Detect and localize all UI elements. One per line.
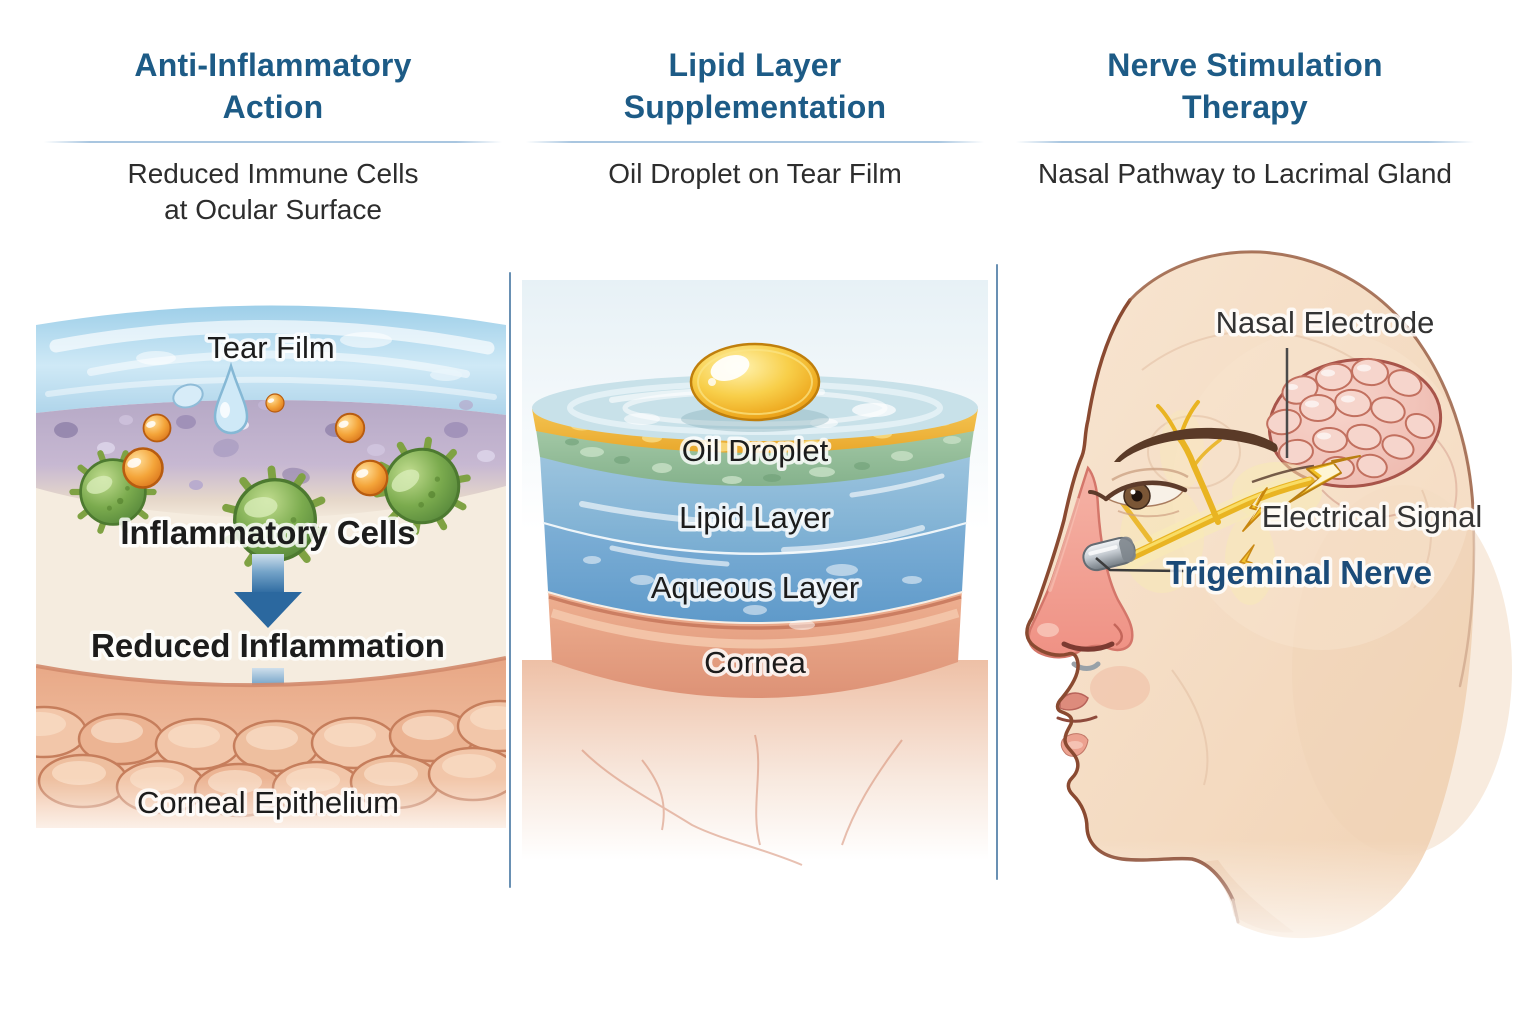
- column-divider-right: [996, 264, 998, 880]
- header-divider: [526, 141, 984, 143]
- panel-title-line1: Nerve Stimulation: [1107, 47, 1383, 83]
- panel-subtitle: Reduced Immune Cells at Ocular Surface: [38, 156, 508, 228]
- panel-title: Nerve Stimulation Therapy: [1010, 44, 1480, 128]
- supplement-band: [536, 429, 974, 486]
- panel-subtitle: Oil Droplet on Tear Film: [520, 156, 990, 192]
- nostril: [1061, 641, 1115, 652]
- nerve-shadow-line: [1251, 464, 1315, 484]
- electrical-signal-bolt-gland: [1287, 455, 1361, 504]
- illustration-lipid-layer: Oil Droplet Lipid Layer Aqueous Layer Co…: [522, 280, 988, 866]
- panel-title-line2: Action: [222, 89, 324, 125]
- electrical-signal-bolt-cheek: [1233, 544, 1255, 583]
- nasal-electrode-device: [1082, 536, 1136, 572]
- electrical-signal-label: Electrical Signal: [1262, 499, 1483, 534]
- tear-film-band: [36, 305, 506, 415]
- panel-subtitle-line1: Nasal Pathway to Lacrimal Gland: [1038, 158, 1452, 189]
- lipid-layer-label: Lipid Layer: [679, 500, 831, 535]
- oil-droplet-icon: [681, 342, 829, 432]
- facial-features: [1056, 427, 1278, 757]
- panel-title-line1: Lipid Layer: [668, 47, 842, 83]
- cheek-blush: [1090, 666, 1150, 710]
- tear-drop-icon: [172, 361, 249, 435]
- panel-subtitle-line1: Reduced Immune Cells: [127, 158, 419, 189]
- trigeminal-nerve-pointer-line: [1095, 557, 1185, 573]
- inflammatory-cells-label: Inflammatory Cells: [120, 514, 415, 551]
- corneal-epithelium-label: Corneal Epithelium: [137, 785, 399, 820]
- panel-title: Lipid Layer Supplementation: [520, 44, 990, 128]
- header-divider: [1016, 141, 1474, 143]
- panel-header-nerve-stimulation: Nerve Stimulation Therapy Nasal Pathway …: [1010, 44, 1480, 192]
- panel-header-anti-inflammatory: Anti-Inflammatory Action Reduced Immune …: [38, 44, 508, 228]
- aqueous-layer-label: Aqueous Layer: [651, 570, 860, 605]
- electrical-signal-bolt: [1242, 487, 1268, 532]
- header-divider: [44, 141, 502, 143]
- panel-title: Anti-Inflammatory Action: [38, 44, 508, 128]
- panel-subtitle-line2: at Ocular Surface: [164, 194, 382, 225]
- panel-subtitle-line1: Oil Droplet on Tear Film: [608, 158, 902, 189]
- trigeminal-nerve-label: Trigeminal Nerve: [1166, 554, 1432, 591]
- panel-title-line1: Anti-Inflammatory: [134, 47, 412, 83]
- illustration-nerve-stimulation: Nasal Electrode Electrical Signal Trigem…: [1022, 250, 1536, 1024]
- eyebrow: [1114, 427, 1278, 462]
- down-arrow-icon: [234, 554, 302, 628]
- cornea-label: Cornea: [704, 645, 806, 680]
- panel-subtitle: Nasal Pathway to Lacrimal Gland: [1010, 156, 1480, 192]
- oil-droplet-label: Oil Droplet: [682, 433, 829, 468]
- eye: [1088, 467, 1189, 518]
- panel-title-line2: Supplementation: [623, 89, 887, 125]
- electrode-tip-in-nostril: [1071, 661, 1101, 671]
- reduced-inflammation-label: Reduced Inflammation: [91, 627, 445, 664]
- illustration-anti-inflammatory: Tear Film Inflammatory Cells Reduced Inf…: [36, 305, 506, 868]
- panel-header-lipid-layer: Lipid Layer Supplementation Oil Droplet …: [520, 44, 990, 192]
- tear-film-label: Tear Film: [207, 330, 334, 365]
- panel-title-line2: Therapy: [1182, 89, 1308, 125]
- corneal-epithelium-band: [36, 656, 506, 868]
- column-divider-left: [509, 272, 511, 888]
- lipid-layer-band: [540, 456, 970, 567]
- bottom-fade: [1022, 840, 1536, 1024]
- nasal-electrode-label: Nasal Electrode: [1216, 305, 1435, 340]
- lips: [1056, 692, 1098, 757]
